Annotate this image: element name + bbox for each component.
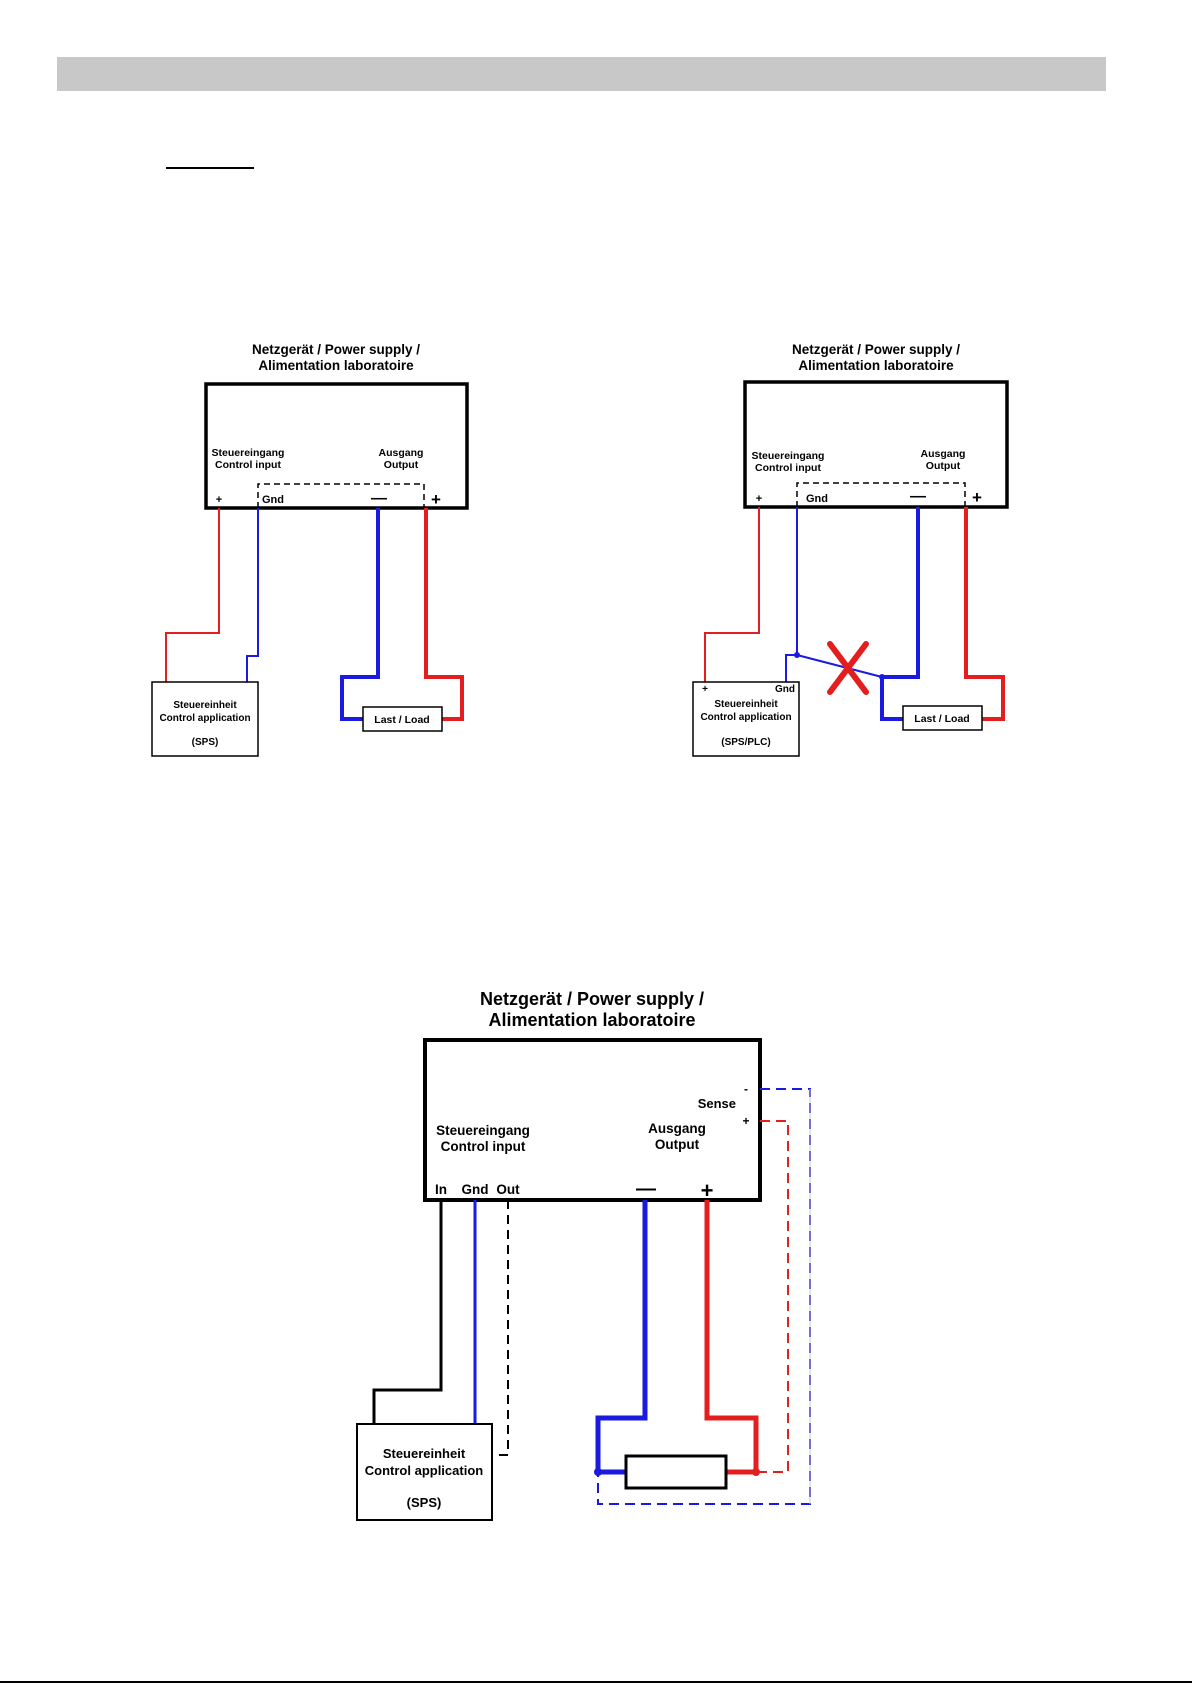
d3-controller-line1: Steuereinheit	[383, 1446, 466, 1461]
footer-line	[0, 1681, 1192, 1683]
d3-output-label1: Ausgang	[648, 1121, 706, 1136]
diagram-3: Netzgerät / Power supply / Alimentation …	[356, 989, 811, 1521]
d2-output-plus-wire	[964, 507, 1005, 721]
d2-controller-box	[692, 681, 800, 757]
d2-forbidden-cross-icon	[827, 641, 869, 695]
d3-sense-label: Sense	[698, 1096, 736, 1111]
d3-terminal-gnd: Gnd	[462, 1182, 489, 1197]
d2-control-gnd-wire	[785, 507, 798, 682]
d3-terminal-out: Out	[496, 1182, 520, 1197]
d2-controller-gnd: Gnd	[775, 684, 795, 695]
d1-terminal-minus: —	[371, 490, 387, 507]
d2-controller-line2: Control application	[700, 712, 791, 723]
d1-power-supply-box	[204, 382, 469, 510]
d3-terminal-minus: —	[636, 1178, 656, 1200]
d3-terminal-plus: +	[701, 1178, 714, 1203]
d1-output-minus-wire	[340, 508, 380, 721]
d3-output-label2: Output	[655, 1137, 700, 1152]
d2-control-label2: Control input	[755, 462, 821, 474]
d2-control-plus-wire	[704, 507, 760, 682]
d3-sense-plus: +	[742, 1114, 749, 1128]
header-bar	[57, 57, 1106, 91]
d2-controller-plus: +	[702, 684, 708, 695]
d3-power-supply-box	[423, 1038, 762, 1202]
d3-control-in-wire	[372, 1200, 443, 1424]
d3-output-minus-wire	[595, 1200, 648, 1475]
d3-junction-dot-plus	[752, 1468, 760, 1476]
heading-underline	[166, 167, 254, 169]
d2-output-label1: Ausgang	[921, 448, 966, 460]
d2-controller-line1: Steuereinheit	[714, 699, 778, 710]
d1-load-label: Last / Load	[374, 714, 429, 726]
d2-terminal-gnd: Gnd	[806, 493, 828, 505]
d2-title-line1: Netzgerät / Power supply /	[792, 342, 960, 357]
d3-control-label2: Control input	[441, 1139, 526, 1154]
d2-output-minus-wire	[880, 507, 920, 721]
diagram-2: Netzgerät / Power supply / Alimentation …	[692, 342, 1009, 757]
d3-control-label1: Steuereingang	[436, 1123, 530, 1138]
d3-load-resistor	[624, 1454, 728, 1490]
d1-internal-ground-link	[257, 483, 425, 508]
d2-controller-line3: (SPS/PLC)	[721, 737, 770, 748]
d2-internal-ground-link	[796, 482, 966, 507]
d2-power-supply-box	[743, 380, 1009, 509]
d2-control-label1: Steuereingang	[752, 450, 825, 462]
d3-controller-line2: Control application	[365, 1463, 484, 1478]
diagram-1: Netzgerät / Power supply / Alimentation …	[151, 342, 469, 757]
d2-load-box	[902, 705, 983, 731]
d1-terminal-plus-small: +	[216, 494, 222, 506]
d2-output-label2: Output	[926, 460, 961, 472]
d3-title-line1: Netzgerät / Power supply /	[480, 989, 704, 1009]
d2-forbidden-ground-link	[796, 654, 883, 678]
d2-load-label: Last / Load	[914, 713, 969, 725]
d1-output-plus-wire	[424, 508, 464, 721]
d3-control-out-wire	[491, 1200, 509, 1456]
d3-output-plus-wire	[704, 1200, 759, 1475]
d3-sense-minus-wire	[597, 1088, 811, 1505]
d2-terminal-minus: —	[910, 488, 926, 505]
d3-terminal-in: In	[435, 1182, 447, 1197]
d1-controller-line3: (SPS)	[192, 737, 219, 748]
d1-control-gnd-wire	[246, 508, 259, 682]
d1-control-plus-wire	[165, 508, 220, 682]
d1-terminal-gnd: Gnd	[262, 494, 284, 506]
d3-controller-line3: (SPS)	[407, 1495, 442, 1510]
d2-terminal-plus: +	[972, 488, 982, 507]
d3-title-line2: Alimentation laboratoire	[488, 1010, 695, 1030]
d3-controller-box	[356, 1423, 493, 1521]
d1-controller-line1: Steuereinheit	[173, 700, 237, 711]
d1-controller-box	[151, 681, 259, 757]
d2-title-line2: Alimentation laboratoire	[798, 358, 954, 373]
d2-junction-dot-left	[794, 652, 800, 658]
d1-title-line2: Alimentation laboratoire	[258, 358, 414, 373]
d1-control-label2: Control input	[215, 459, 281, 471]
d1-load-box	[362, 706, 443, 732]
d2-terminal-plus-small: +	[756, 493, 762, 505]
d3-sense-minus: -	[744, 1082, 748, 1096]
d1-controller-line2: Control application	[159, 713, 250, 724]
d1-terminal-plus: +	[431, 490, 441, 509]
d1-title-line1: Netzgerät / Power supply /	[252, 342, 420, 357]
d1-output-label1: Ausgang	[379, 447, 424, 459]
d1-output-label2: Output	[384, 459, 419, 471]
d1-control-label1: Steuereingang	[212, 447, 285, 459]
